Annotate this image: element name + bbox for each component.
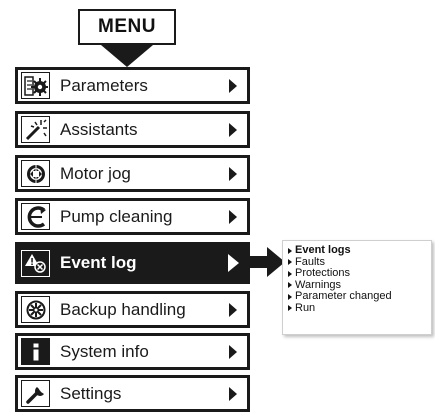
submenu-item-label: Event logs [295, 244, 351, 256]
submenu-item-parameter-changed[interactable]: Parameter changed [288, 290, 431, 303]
chevron-right-icon [228, 254, 239, 272]
chevron-right-icon [229, 386, 237, 401]
submenu-item-label: Warnings [295, 278, 342, 291]
motor-jog-icon [21, 160, 50, 187]
system-info-icon [21, 338, 50, 365]
menu-item-label: Settings [60, 383, 122, 403]
parameters-icon [21, 72, 50, 99]
event-log-submenu: Event logs Faults Protections Warnings P… [282, 240, 432, 335]
menu-item-label: System info [60, 341, 149, 361]
chevron-right-icon [229, 166, 237, 181]
expand-arrow-icon [247, 247, 285, 277]
menu-item-label: Pump cleaning [60, 206, 173, 226]
bullet-arrow-icon [288, 282, 292, 289]
pump-cleaning-icon [21, 203, 50, 230]
bullet-arrow-icon [288, 247, 292, 254]
menu-item-event-log[interactable]: Event log [15, 242, 250, 284]
menu-item-label: Backup handling [60, 299, 186, 319]
menu-item-assistants[interactable]: Assistants [15, 111, 250, 148]
chevron-right-icon [229, 122, 237, 137]
bullet-arrow-icon [288, 270, 292, 277]
menu-item-label: Parameters [60, 75, 148, 95]
submenu-item-event-logs[interactable]: Event logs [288, 244, 431, 257]
menu-item-pump-cleaning[interactable]: Pump cleaning [15, 198, 250, 235]
menu-item-parameters[interactable]: Parameters [15, 67, 250, 104]
menu-item-motor-jog[interactable]: Motor jog [15, 155, 250, 192]
chevron-right-icon [229, 344, 237, 359]
chevron-right-icon [229, 209, 237, 224]
bullet-arrow-icon [288, 305, 292, 312]
backup-handling-icon [21, 296, 50, 323]
menu-item-settings[interactable]: Settings [15, 375, 250, 412]
menu-item-label: Event log [60, 253, 137, 272]
submenu-item-label: Faults [295, 255, 325, 268]
menu-pointer-icon [101, 45, 153, 67]
submenu-item-label: Protections [295, 267, 351, 279]
menu-title-label: MENU [98, 16, 156, 37]
event-log-icon [21, 249, 50, 277]
submenu-item-run[interactable]: Run [288, 301, 431, 315]
submenu-item-faults[interactable]: Faults [288, 255, 431, 269]
submenu-item-warnings[interactable]: Warnings [288, 278, 431, 292]
chevron-right-icon [229, 78, 237, 93]
chevron-right-icon [229, 302, 237, 317]
submenu-item-label: Run [295, 301, 316, 314]
bullet-arrow-icon [288, 259, 292, 266]
menu-item-system-info[interactable]: System info [15, 333, 250, 370]
menu-item-label: Motor jog [60, 163, 131, 183]
menu-item-backup-handling[interactable]: Backup handling [15, 291, 250, 328]
menu-item-label: Assistants [60, 119, 138, 139]
settings-icon [21, 380, 50, 407]
bullet-arrow-icon [288, 293, 292, 300]
menu-title: MENU [78, 9, 176, 45]
assistants-icon [21, 116, 50, 143]
submenu-item-label: Parameter changed [295, 290, 392, 302]
submenu-item-protections[interactable]: Protections [288, 267, 431, 280]
